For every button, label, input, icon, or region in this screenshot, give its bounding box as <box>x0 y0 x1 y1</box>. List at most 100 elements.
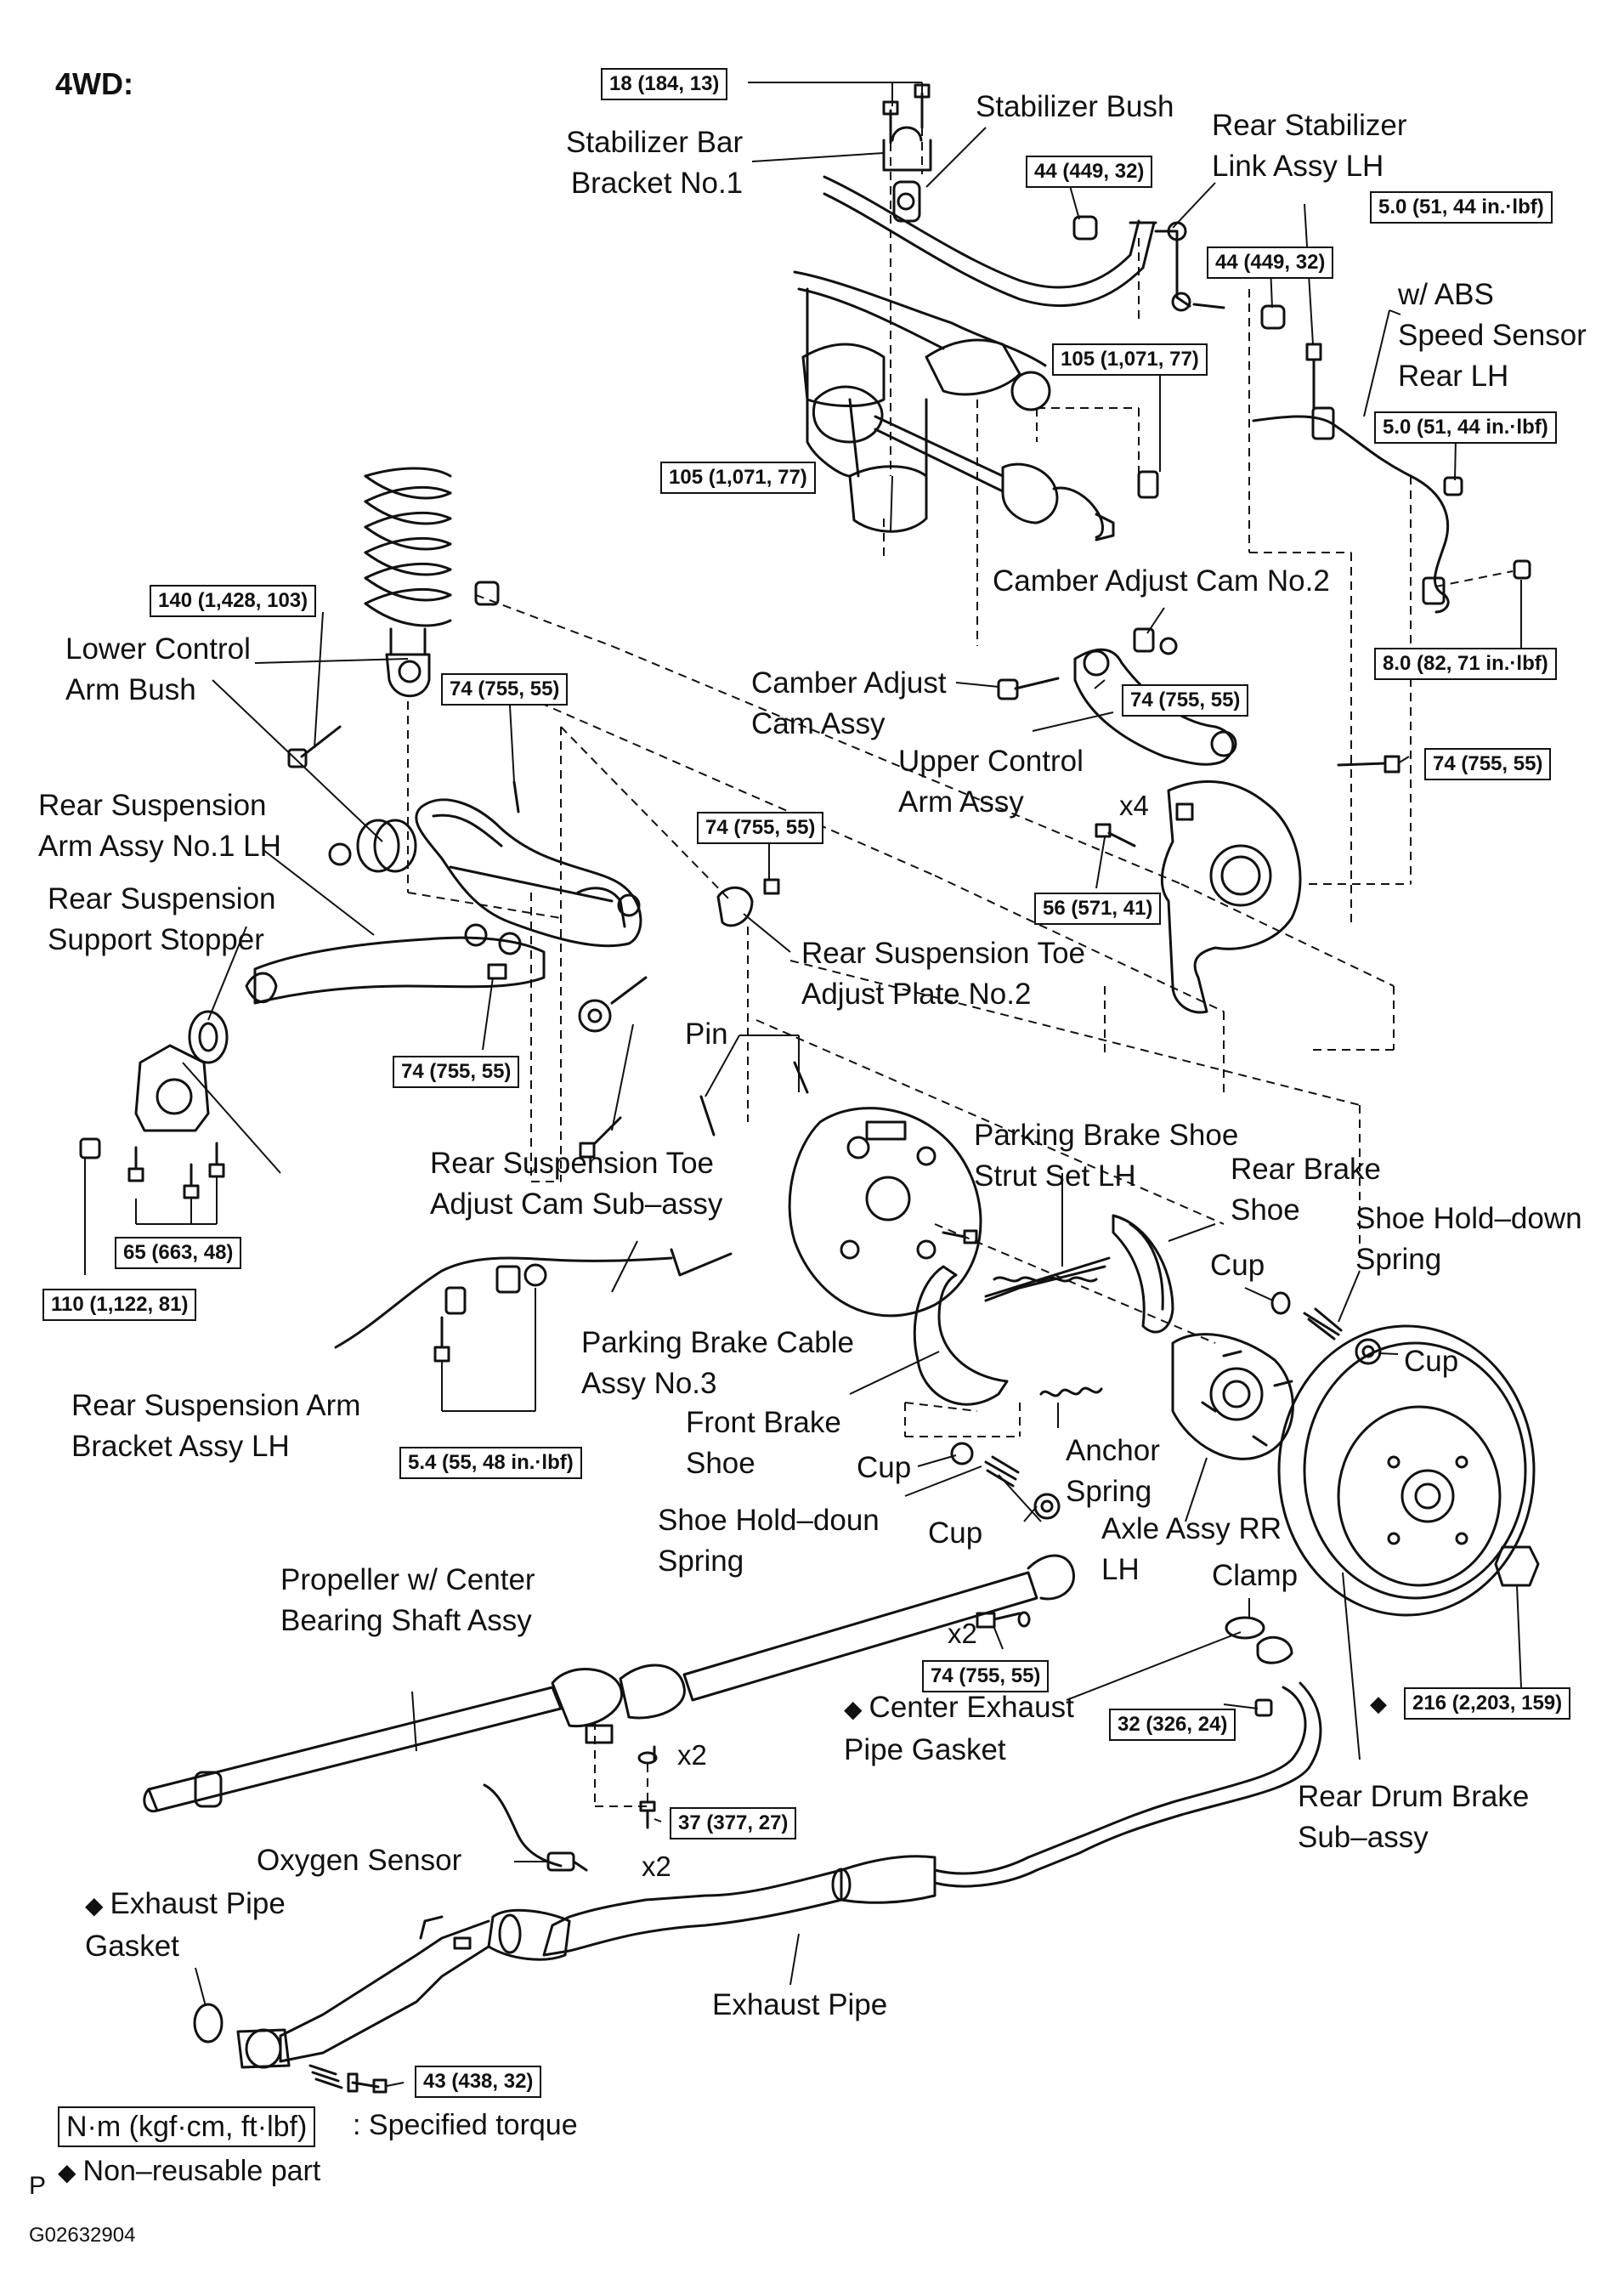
label-cup-1: Cup <box>1210 1249 1265 1282</box>
torque-spec: 74 (755, 55) <box>922 1660 1050 1692</box>
label-shoe-hold-down-spring-right: Shoe Hold–down Spring <box>1355 1202 1582 1276</box>
label-rear-drum-brake: Rear Drum Brake Sub–assy <box>1298 1780 1530 1854</box>
toe-adjust-plate <box>716 878 780 927</box>
torque-spec: 44 (449, 32) <box>1207 247 1334 279</box>
rear-subframe <box>793 270 1159 533</box>
axle-hub <box>1171 1333 1294 1460</box>
quantity-x4: x4 <box>1119 790 1149 821</box>
lower-control-arm-bush <box>328 819 417 873</box>
torque-spec: 105 (1,071, 77) <box>1052 343 1208 376</box>
stabilizer-bush <box>892 180 921 223</box>
label-shoe-hold-down-spring-left: Shoe Hold–doun Spring <box>658 1504 880 1578</box>
abs-sensor-harness <box>1252 343 1531 614</box>
torque-spec: 5.4 (55, 48 in.·lbf) <box>399 1447 582 1479</box>
quantity-x2: x2 <box>677 1739 707 1771</box>
lower-arm-bolt <box>287 725 342 768</box>
label-arm-bracket: Rear Suspension Arm Bracket Assy LH <box>71 1389 361 1463</box>
backing-plate <box>699 1061 982 1318</box>
quantity-x2: x2 <box>642 1851 671 1882</box>
torque-spec: 110 (1,122, 81) <box>42 1289 197 1321</box>
coil-spring <box>364 467 500 698</box>
non-reusable-mark: ◆ <box>1370 1691 1387 1716</box>
torque-spec: 37 (377, 27) <box>670 1807 797 1839</box>
page-mark: P <box>29 2172 47 2200</box>
label-pin: Pin <box>685 1017 728 1051</box>
label-oxygen-sensor: Oxygen Sensor <box>257 1844 462 1877</box>
torque-spec: 5.0 (51, 44 in.·lbf) <box>1370 191 1553 224</box>
torque-spec: 65 (663, 48) <box>115 1237 242 1269</box>
exhaust-bolts <box>308 2064 388 2094</box>
torque-spec: 140 (1,428, 103) <box>150 585 317 617</box>
label-stabilizer-bar-bracket: Stabilizer Bar Bracket No.1 <box>566 126 744 200</box>
torque-spec: 105 (1,071, 77) <box>660 462 816 494</box>
stabilizer-bracket <box>882 126 932 172</box>
label-cup-3: Cup <box>857 1451 912 1484</box>
oxygen-sensor <box>483 1783 588 1872</box>
label-parking-brake-cable: Parking Brake Cable Assy No.3 <box>581 1326 854 1400</box>
torque-spec: 74 (755, 55) <box>1122 684 1249 717</box>
label-propeller-shaft: Propeller w/ Center Bearing Shaft Assy <box>280 1563 535 1637</box>
label-toe-adjust-plate: Rear Suspension Toe Adjust Plate No.2 <box>801 937 1086 1011</box>
label-rear-brake-shoe: Rear Brake Shoe <box>1231 1153 1382 1227</box>
anchor-spring <box>1039 1386 1103 1397</box>
label-abs-speed-sensor: w/ ABS Speed Sensor Rear LH <box>1398 278 1587 393</box>
label-stabilizer-bush: Stabilizer Bush <box>976 90 1174 123</box>
springs-cups <box>950 1291 1382 1520</box>
torque-spec: 74 (755, 55) <box>441 673 569 706</box>
strut-set <box>984 1256 1111 1302</box>
knuckle <box>1095 755 1400 1014</box>
torque-spec: 74 (755, 55) <box>697 812 824 844</box>
torque-spec: 5.0 (51, 44 in.·lbf) <box>1374 411 1557 444</box>
hub-nut <box>1494 1545 1540 1587</box>
rear-brake-shoe <box>1112 1214 1174 1334</box>
torque-spec: 74 (755, 55) <box>1424 748 1552 780</box>
toe-adjust-cam <box>512 780 648 1159</box>
stabilizer-link <box>1072 215 1286 330</box>
label-lower-control-arm-bush: Lower Control Arm Bush <box>65 632 251 706</box>
label-exhaust-pipe-gasket: ◆Exhaust Pipe Gasket <box>85 1887 286 1963</box>
drive-shaft <box>812 385 1115 541</box>
label-rear-suspension-arm-no1: Rear Suspension Arm Assy No.1 LH <box>38 789 281 863</box>
label-axle-assy: Axle Assy RR LH <box>1101 1512 1282 1586</box>
label-clamp: Clamp <box>1212 1559 1299 1592</box>
leader-lines <box>182 127 1401 2007</box>
torque-spec: 43 (438, 32) <box>415 2066 542 2098</box>
label-camber-adjust-cam-assy: Camber Adjust Cam Assy <box>751 666 947 740</box>
propeller-shaft <box>143 1554 1075 1813</box>
upper-control-arm <box>997 627 1237 766</box>
figure-id: G02632904 <box>29 2224 136 2247</box>
label-center-exhaust-gasket: ◆Center Exhaust Pipe Gasket <box>844 1691 1074 1766</box>
label-exhaust-pipe: Exhaust Pipe <box>712 1988 888 2021</box>
label-rear-stabilizer-link: Rear Stabilizer Link Assy LH <box>1212 109 1407 183</box>
legend-torque-unit: N·m (kgf·cm, ft·lbf) <box>58 2106 316 2147</box>
torque-spec-non-reusable: 216 (2,203, 159) <box>1404 1687 1571 1720</box>
support-stopper <box>188 1010 229 1064</box>
torque-spec: 8.0 (82, 71 in.·lbf) <box>1374 648 1557 680</box>
torque-spec: 44 (449, 32) <box>1026 156 1153 188</box>
rear-suspension-arm <box>245 798 642 1005</box>
label-camber-adjust-cam-no2: Camber Adjust Cam No.2 <box>993 564 1330 598</box>
torque-spec: 56 (571, 41) <box>1034 893 1162 925</box>
legend-torque-text: : Specified torque <box>353 2109 578 2141</box>
label-cup-4: Cup <box>928 1516 983 1550</box>
torque-spec: 74 (755, 55) <box>393 1056 520 1088</box>
alignment-lines <box>407 128 1514 1807</box>
quantity-x2: x2 <box>948 1618 977 1649</box>
brake-drum <box>1277 1324 1536 1617</box>
label-upper-control-arm: Upper Control Arm Assy <box>898 745 1084 819</box>
torque-spec: 18 (184, 13) <box>601 68 728 100</box>
label-parking-brake-shoe-strut: Parking Brake Shoe Strut Set LH <box>974 1119 1239 1193</box>
label-front-brake-shoe: Front Brake Shoe <box>686 1406 841 1480</box>
torque-spec: 32 (326, 24) <box>1109 1709 1236 1741</box>
page-header: 4WD: <box>55 66 133 101</box>
legend-non-reusable: ◆Non–reusable part <box>58 2155 321 2187</box>
label-toe-adjust-cam: Rear Suspension Toe Adjust Cam Sub–assy <box>430 1147 723 1221</box>
label-cup-2: Cup <box>1404 1345 1459 1378</box>
stabilizer-bar <box>823 175 1157 307</box>
label-support-stopper: Rear Suspension Support Stopper <box>48 882 276 956</box>
exhaust-pipe <box>193 1681 1322 2069</box>
torque-leaders <box>84 82 1522 2087</box>
label-anchor-spring: Anchor Spring <box>1066 1434 1160 1508</box>
front-brake-shoe <box>913 1265 1009 1406</box>
